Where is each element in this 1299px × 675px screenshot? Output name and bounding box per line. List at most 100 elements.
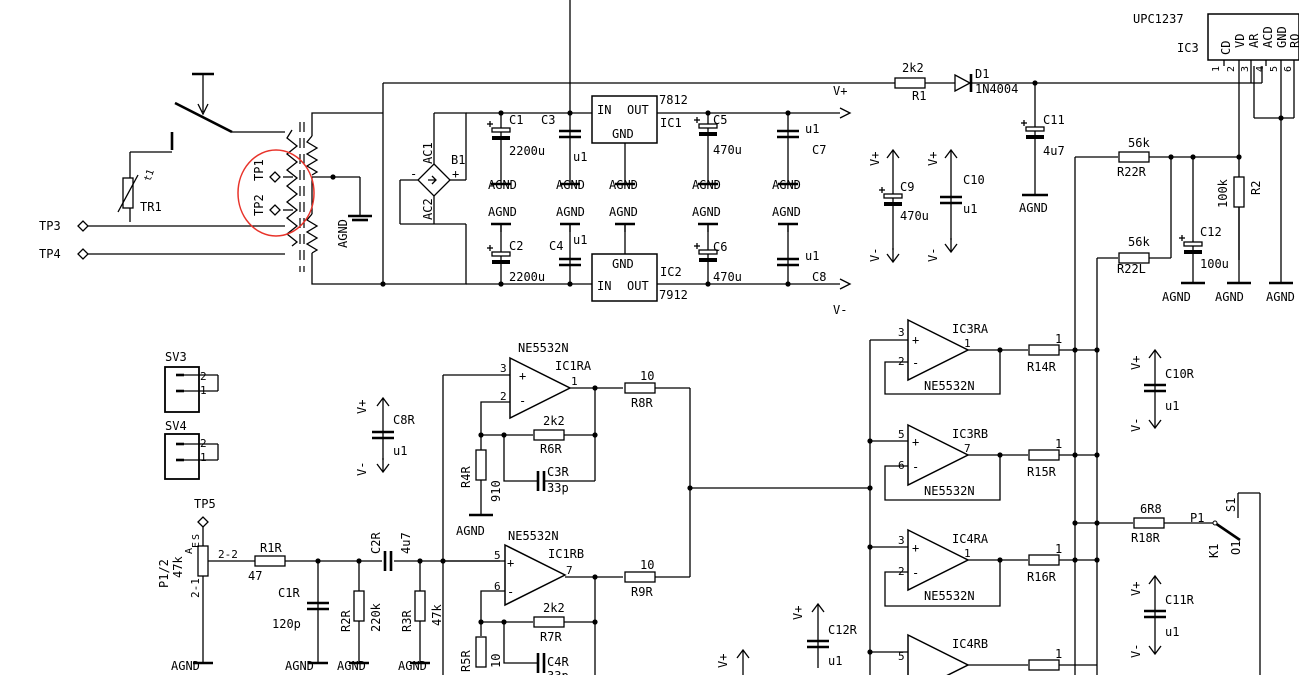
r22l-name: R22L <box>1117 262 1146 276</box>
upper-filter-caps <box>486 113 801 186</box>
r4r-value: 910 <box>489 480 503 502</box>
c3-value: u1 <box>573 150 587 164</box>
c8r <box>370 397 396 473</box>
c2-name: C2 <box>509 239 523 253</box>
r22r-name: R22R <box>1117 165 1147 179</box>
r4r-name: R4R <box>459 466 473 488</box>
c10r-value: u1 <box>1165 399 1179 413</box>
r6r-name: R6R <box>540 442 562 456</box>
ic1ra-type: NE5532N <box>518 341 569 355</box>
ic4ra-pin1: 1 <box>964 547 971 560</box>
ic4rb-pin5: 5 <box>898 650 905 663</box>
ic1-in: IN <box>597 103 611 117</box>
ic1ra-pin1: 1 <box>571 375 578 388</box>
ic3-pin-number-6: 6 <box>1283 66 1294 72</box>
c1-name: C1 <box>509 113 523 127</box>
r7r-name: R7R <box>540 630 562 644</box>
c9-vminus: V- <box>868 248 882 262</box>
ic3-pin-vd: VD <box>1233 34 1247 48</box>
r2r-name: R2R <box>339 610 353 632</box>
c10r-vminus: V- <box>1129 418 1143 432</box>
b1-name: B1 <box>451 153 465 167</box>
c3r-name: C3R <box>547 465 569 479</box>
r1-name: R1 <box>912 89 926 103</box>
r14r-value: 1 <box>1055 332 1062 346</box>
c12-name: C12 <box>1200 225 1222 239</box>
ic3rb-pin6: 6 <box>898 459 905 472</box>
labels: UPC1237 IC3 CD VD AR ACD GND RO 1 2 3 4 … <box>39 12 1299 675</box>
ic3ra-opamp <box>870 319 1100 395</box>
c9-name: C9 <box>900 180 914 194</box>
r2r-value: 220k <box>369 602 383 632</box>
ac1-label: AC1 <box>421 142 435 164</box>
r22l-value: 56k <box>1128 235 1150 249</box>
agnd-r2: AGND <box>1215 290 1244 304</box>
sv4-label: SV4 <box>165 419 187 433</box>
c10-vminus: V- <box>926 248 940 262</box>
ic3-pin-number-4: 4 <box>1255 66 1266 72</box>
r15r-value: 1 <box>1055 437 1062 451</box>
c10-vplus: V+ <box>926 152 940 166</box>
ic4ra-type: NE5532N <box>924 589 975 603</box>
ic3-pin-number-5: 5 <box>1269 66 1280 72</box>
ic3ra-plus: + <box>912 333 919 347</box>
d1-value: 1N4004 <box>975 82 1018 96</box>
r1r-name: R1R <box>260 541 282 555</box>
c12-value: 100u <box>1200 257 1229 271</box>
ic3rb-name: IC3RB <box>952 427 988 441</box>
r8r-name: R8R <box>631 396 653 410</box>
r5r-value: 10 <box>489 654 503 668</box>
agnd-pot: AGND <box>171 659 200 673</box>
r14r-name: R14R <box>1027 360 1057 374</box>
ic4rb-opamp <box>867 634 1097 675</box>
ic3-label: IC3 <box>1177 41 1199 55</box>
ic2-gnd: GND <box>612 257 634 271</box>
ic2-type: 7912 <box>659 288 688 302</box>
tp3-label: TP3 <box>39 219 61 233</box>
sv3-label: SV3 <box>165 350 187 364</box>
c7-name: C7 <box>812 143 826 157</box>
ic3rb-plus: + <box>912 435 919 449</box>
c12r-name: C12R <box>828 623 858 637</box>
transformer-section <box>77 72 386 287</box>
c11r-name: C11R <box>1165 593 1195 607</box>
c8r-vminus: V- <box>355 462 369 476</box>
ic1rb-plus: + <box>507 556 514 570</box>
output-switch <box>1072 492 1261 675</box>
c4r-name: C4R <box>547 655 569 669</box>
c10r-name: C10R <box>1165 367 1195 381</box>
agnd-c12: AGND <box>1162 290 1191 304</box>
p12-name: P1/2 <box>157 559 171 588</box>
c12r-value: u1 <box>828 654 842 668</box>
p12-value: 47k <box>171 556 185 578</box>
c4-value: u1 <box>573 233 587 247</box>
decoupling-caps <box>736 349 1168 675</box>
c1r-value: 120p <box>272 617 301 631</box>
tr1-t1: t1 <box>142 168 156 183</box>
ic1rb-opamp <box>443 544 690 675</box>
pot-pin-s: S <box>191 534 202 540</box>
c11r-value: u1 <box>1165 625 1179 639</box>
agnd-c7: AGND <box>772 178 801 192</box>
agnd-c6: AGND <box>692 205 721 219</box>
ic3ra-type: NE5532N <box>924 379 975 393</box>
c11r-vminus: V- <box>1129 644 1143 658</box>
r9r-value: 10 <box>640 558 654 572</box>
r1-value: 2k2 <box>902 61 924 75</box>
r8r-value: 10 <box>640 369 654 383</box>
ic1rb-minus: - <box>507 585 514 599</box>
c8r-value: u1 <box>393 444 407 458</box>
lower-filter-caps <box>486 222 801 284</box>
r3r-value: 47k <box>430 604 444 626</box>
ic4ra-plus: + <box>912 541 919 555</box>
c4r-value: 33p <box>547 669 569 675</box>
ic2-out: OUT <box>627 279 649 293</box>
ic3-pins <box>1223 60 1295 285</box>
c10-name: C10 <box>963 173 985 187</box>
c2-value: 2200u <box>509 270 545 284</box>
regulator-ic2 <box>591 253 658 302</box>
ic1-gnd: GND <box>612 127 634 141</box>
ic1-out: OUT <box>627 103 649 117</box>
agnd-c1r: AGND <box>285 659 314 673</box>
